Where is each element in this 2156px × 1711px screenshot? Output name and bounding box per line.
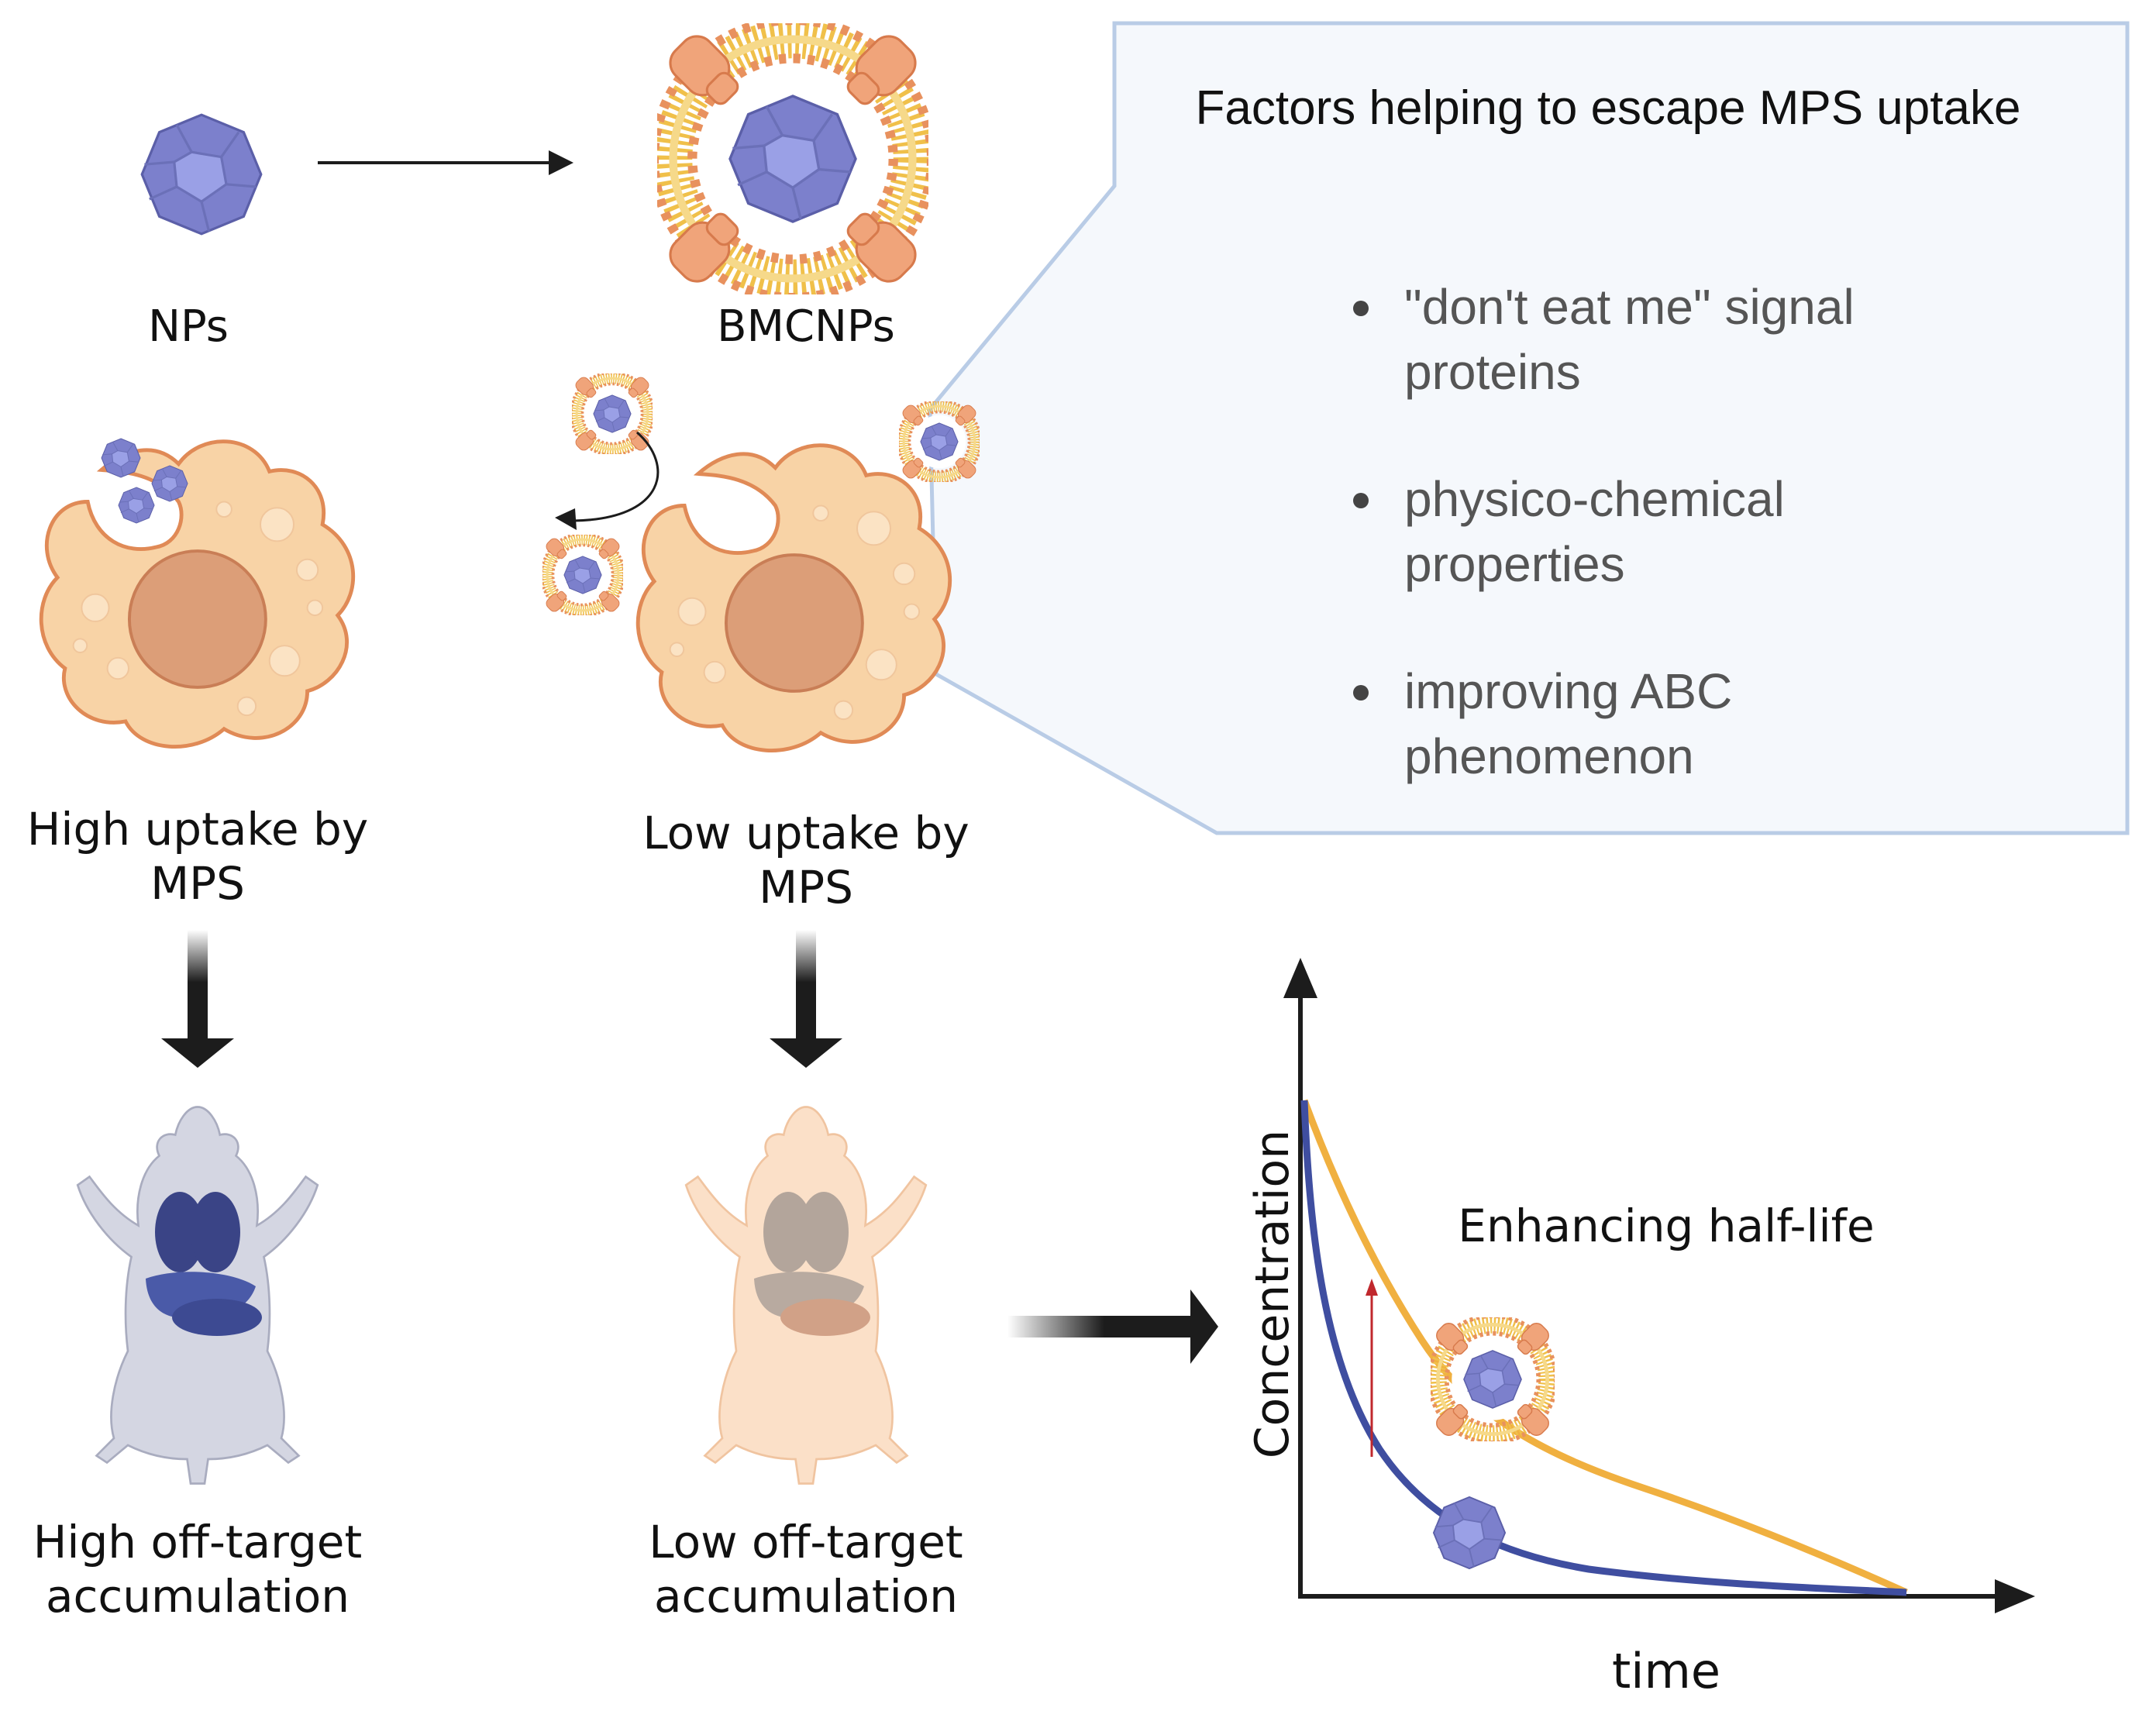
y-axis-label: Concentration [1245,1130,1300,1458]
bmcnp-curve [1300,1099,1908,1596]
nps-label: NPs [148,301,229,352]
bmcnp-icon [654,20,932,298]
factor-item-line2: properties [1404,536,1625,592]
nanoparticle-icon [140,113,263,236]
organs-icon [754,1192,870,1336]
macrophage-low-uptake [542,373,980,751]
bmcnp-icon [571,373,653,455]
macrophage-icon [41,442,353,747]
high-uptake-label: High uptake by [27,803,368,856]
bullet-icon [1353,685,1369,701]
low-uptake-label: MPS [759,861,853,914]
high-offtarget-label: High off-target [33,1516,362,1568]
increase-arrow [1366,1279,1378,1457]
escape-arrowhead [555,508,577,530]
np-curve [1300,1100,1907,1596]
x-axis-arrowhead [1995,1579,2035,1613]
low-offtarget-label: Low off-target [649,1516,963,1568]
nanoparticle-icon [101,438,141,478]
organs-icon [146,1192,262,1336]
factor-item-line1: improving ABC [1404,663,1732,719]
high-offtarget-label: accumulation [46,1570,350,1623]
bmcnps-label: BMCNPs [717,301,895,352]
down-arrow [770,930,842,1068]
factor-item-line2: phenomenon [1404,728,1694,784]
x-axis-label: time [1612,1643,1720,1699]
factor-item: improving ABC phenomenon [1353,663,1732,784]
coating-arrow [318,150,573,175]
macrophage-high-uptake [41,438,353,747]
factors-panel: Factors helping to escape MPS uptake "do… [928,21,2130,835]
concentration-graph: Enhancing half-life time Concentration [1245,958,2035,1699]
nanoparticle-icon [118,487,155,524]
nanoparticle-icon [1432,1496,1507,1570]
graph-annotation: Enhancing half-life [1458,1200,1874,1252]
bullet-icon [1353,493,1369,508]
factor-item-line1: physico-chemical [1404,471,1785,527]
factor-item: "don't eat me" signal proteins [1353,279,1855,400]
low-uptake-label: Low uptake by [642,807,969,859]
mouse-high-accumulation [76,1106,319,1485]
right-arrow [1007,1289,1218,1364]
factors-panel-title: Factors helping to escape MPS uptake [1196,81,2021,135]
escape-arrow [573,431,660,522]
high-uptake-label: MPS [150,857,245,910]
bullet-icon [1353,301,1369,316]
down-arrow [161,930,234,1068]
bmcnp-icon [542,534,624,616]
factor-item-line1: "don't eat me" signal [1404,279,1855,335]
y-axis-arrowhead [1283,958,1317,998]
factor-item: physico-chemical properties [1353,471,1785,592]
mouse-low-accumulation [684,1106,928,1485]
nanoparticle-icon [151,465,188,502]
factor-item-line2: proteins [1404,344,1581,400]
macrophage-icon [638,446,949,751]
low-offtarget-label: accumulation [654,1570,958,1623]
